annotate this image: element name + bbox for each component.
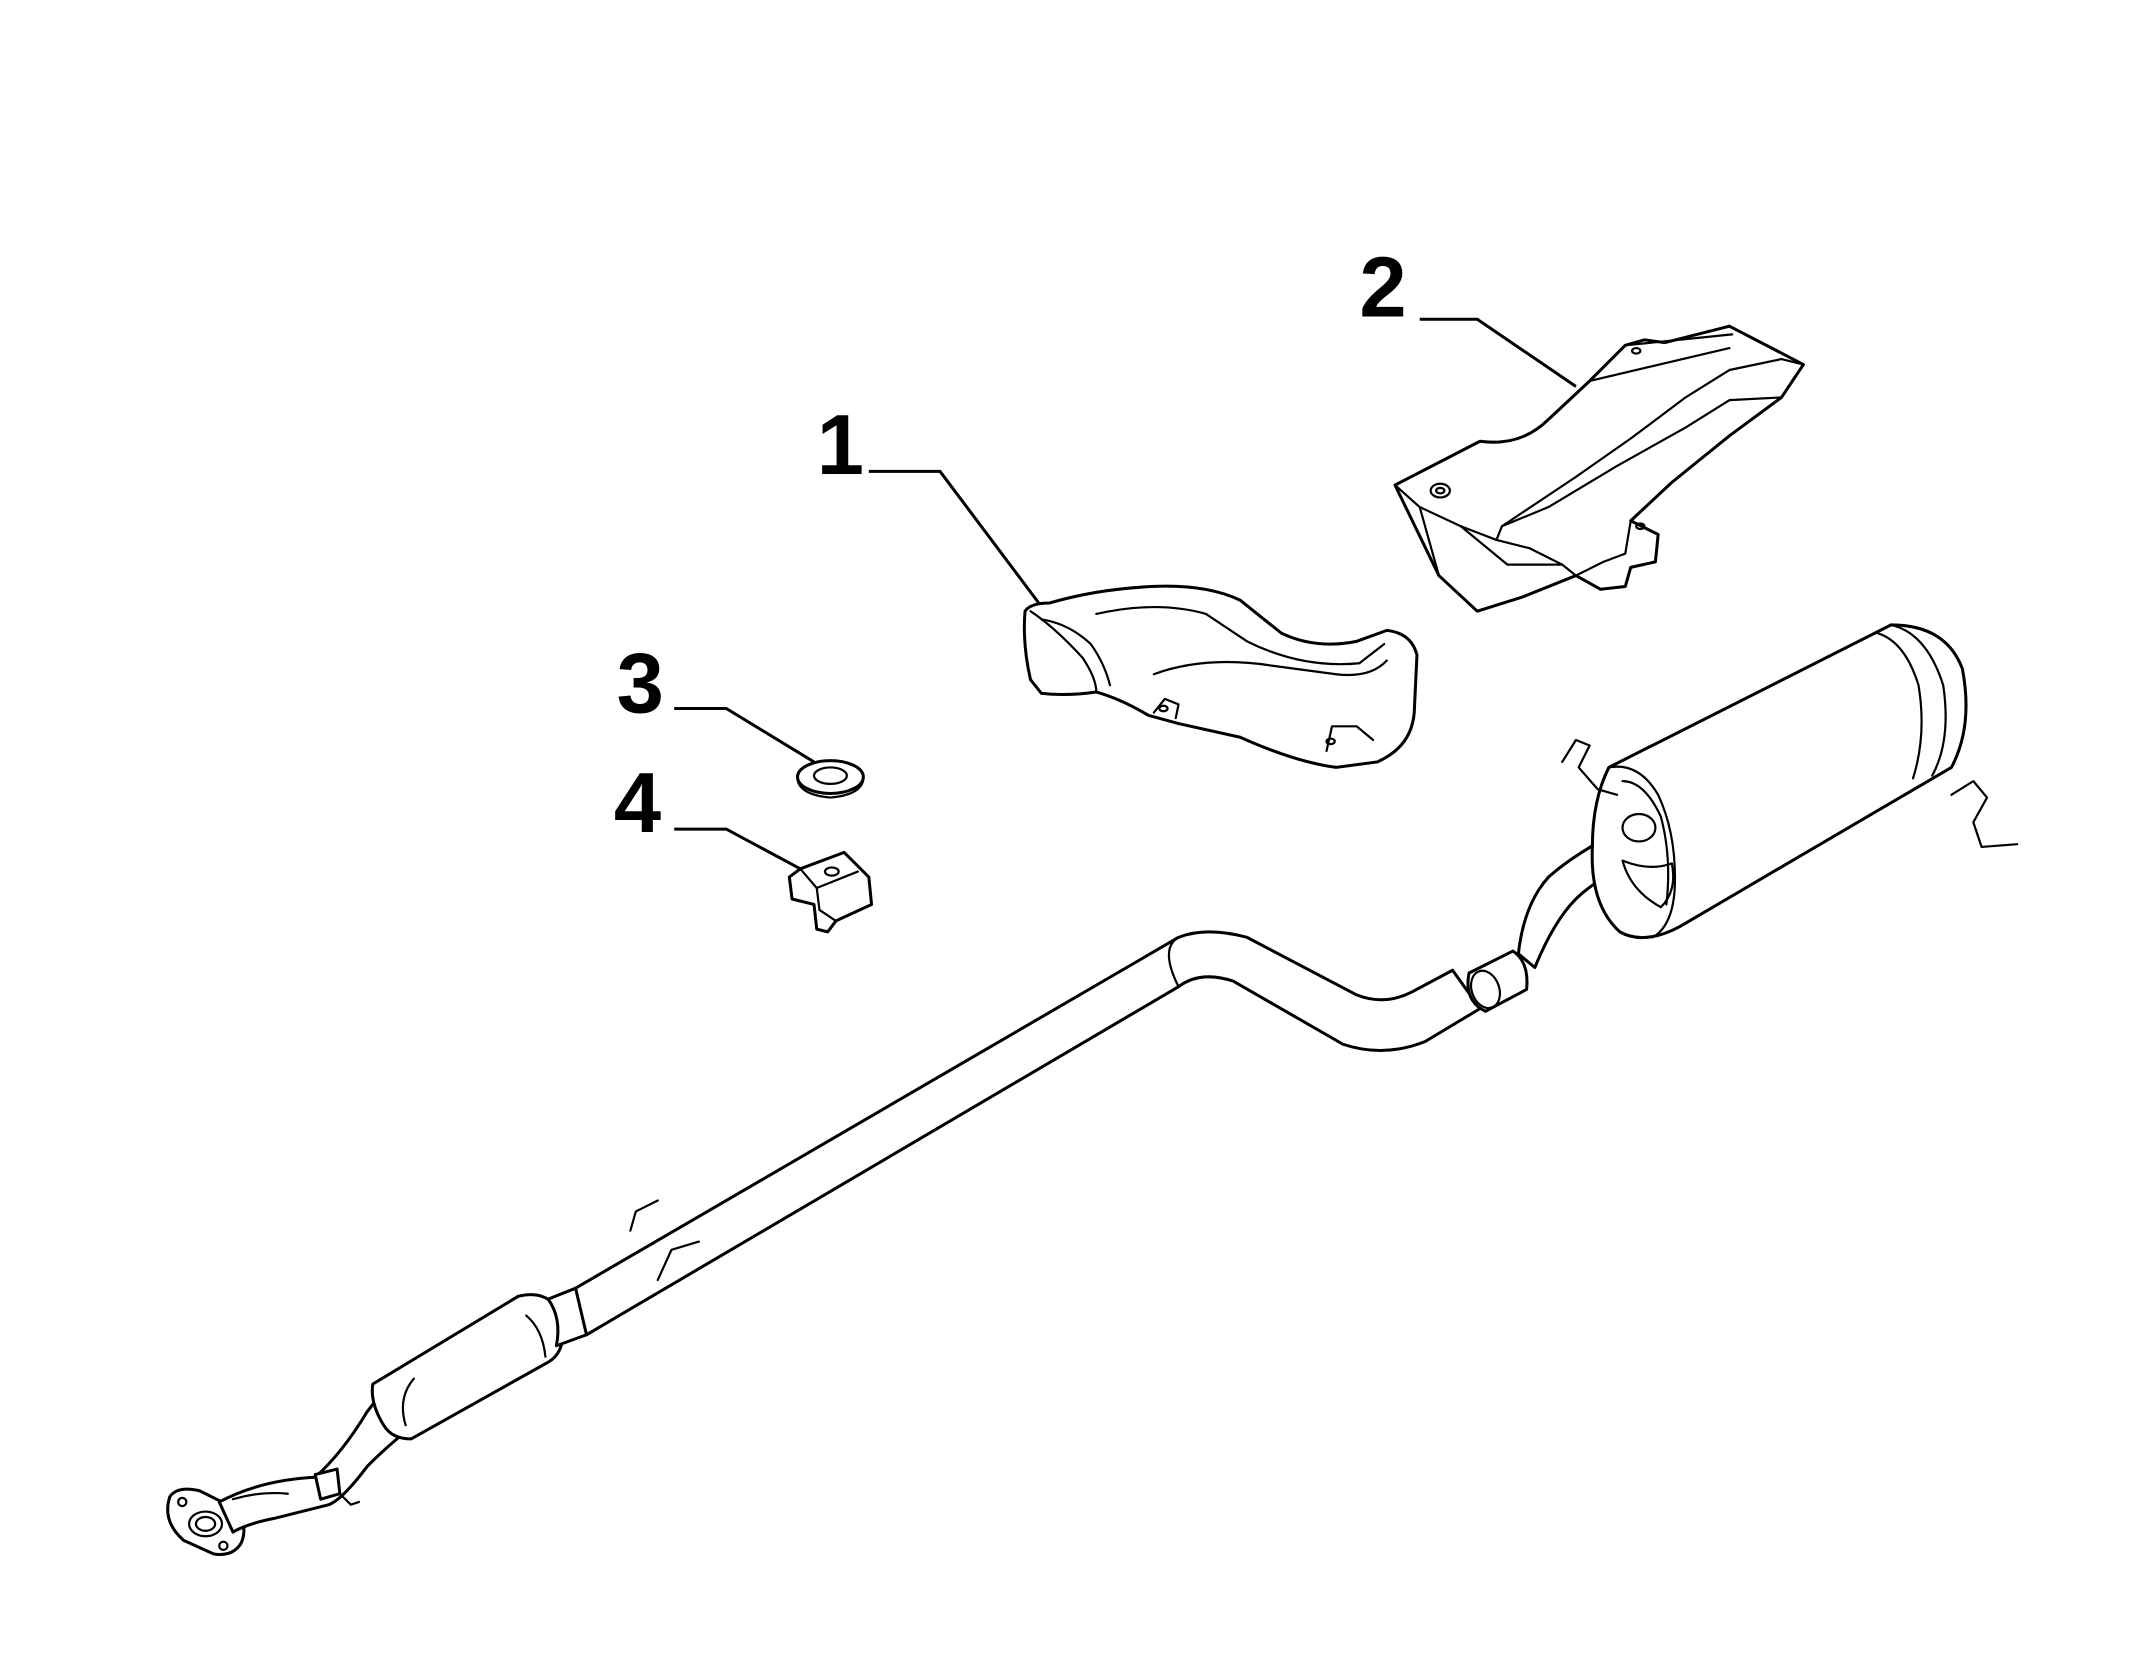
washer[interactable]	[796, 759, 865, 799]
callout-3-label: 3	[617, 637, 664, 732]
callout-1-label: 1	[817, 398, 864, 493]
callout-4-label: 4	[614, 756, 661, 851]
rear-heat-shield[interactable]	[1393, 324, 1805, 613]
pipe-joint	[1466, 949, 1529, 1013]
callout-2-label: 2	[1359, 241, 1406, 336]
callout-3-leader	[674, 706, 815, 764]
callout-1-leader	[868, 469, 1040, 604]
front-heat-shield[interactable]	[1022, 584, 1419, 769]
callout-2[interactable]: 2	[1359, 241, 1577, 388]
callout-2-leader	[1419, 317, 1577, 388]
catalytic-converter	[370, 1293, 565, 1441]
exhaust-assembly[interactable]	[166, 623, 2019, 1556]
rear-muffler	[1590, 623, 1968, 940]
callout-1[interactable]: 1	[817, 398, 1040, 604]
callout-3[interactable]: 3	[617, 637, 815, 764]
callout-4[interactable]: 4	[614, 756, 802, 871]
clamp[interactable]	[787, 850, 874, 934]
callout-4-leader	[674, 827, 802, 871]
